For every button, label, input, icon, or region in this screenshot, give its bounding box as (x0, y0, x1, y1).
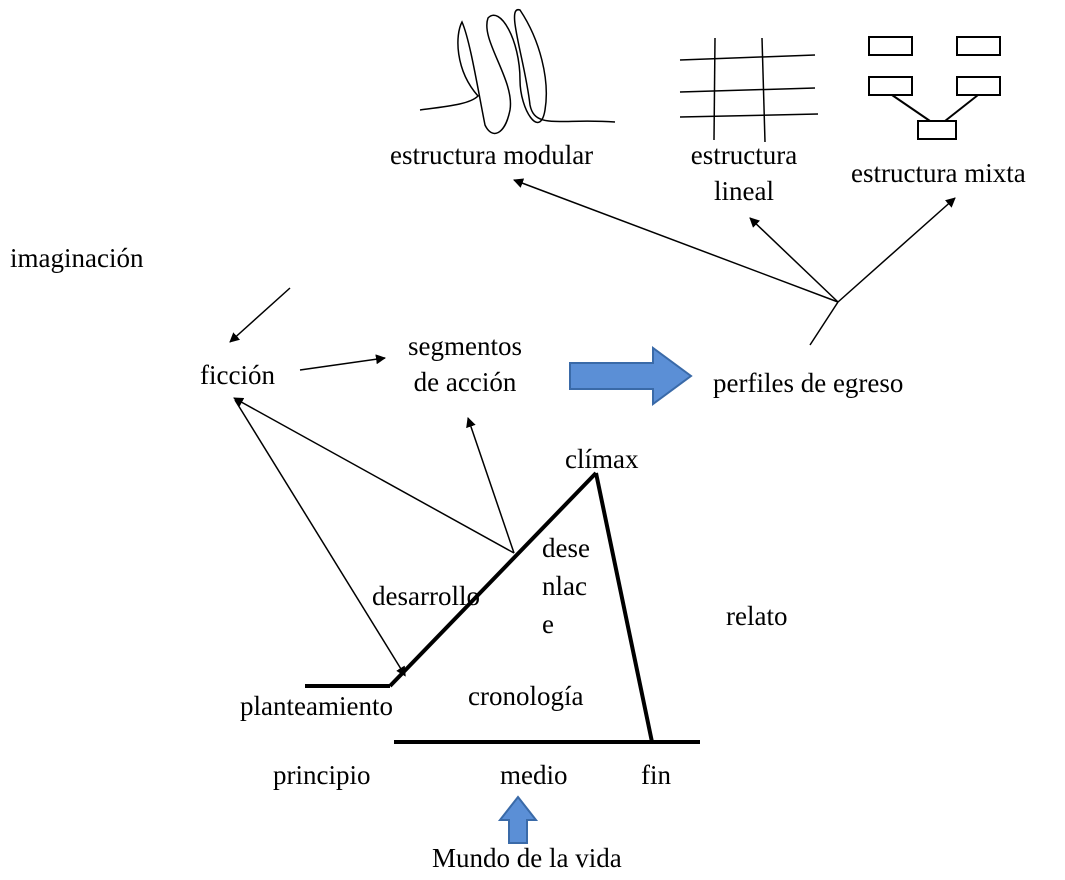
label-estructura-modular: estructura modular (390, 140, 594, 170)
label-perfiles: perfiles de egreso (713, 368, 904, 398)
label-mundo-de-la-vida: Mundo de la vida (432, 843, 622, 873)
label-desenlace-1: dese (542, 533, 590, 563)
label-desenlace-3: e (542, 609, 554, 639)
label-desarrollo: desarrollo (372, 581, 480, 611)
label-planteamiento: planteamiento (240, 691, 393, 721)
arrow-imaginacion-ficcion (229, 287, 291, 343)
arrows-from-desarrollo (233, 397, 515, 677)
label-estructura-mixta: estructura mixta (851, 158, 1026, 188)
label-desenlace-2: nlac (542, 571, 587, 601)
label-principio: principio (273, 760, 371, 790)
label-imaginacion: imaginación (10, 243, 144, 273)
box-tree-icon (868, 36, 1001, 140)
label-climax: clímax (565, 444, 639, 474)
label-medio: medio (500, 760, 568, 790)
grid-icon (679, 37, 819, 143)
scribble-loops-icon (419, 9, 616, 135)
label-relato: relato (726, 601, 788, 631)
label-ficcion: ficción (200, 360, 275, 390)
arrow-ficcion-segmentos (299, 354, 386, 371)
label-cronologia: cronología (468, 681, 584, 711)
label-segmentos-2: de acción (413, 367, 517, 397)
block-arrow-up (497, 795, 539, 844)
label-segmentos-1: segmentos (408, 331, 522, 361)
branch-perfiles-estructuras (513, 178, 956, 346)
block-arrow-right (569, 346, 693, 406)
label-fin: fin (641, 760, 671, 790)
label-estructura-lineal-2: lineal (714, 176, 774, 206)
narrative-arc (305, 471, 700, 744)
label-estructura-lineal-1: estructura (690, 140, 798, 170)
